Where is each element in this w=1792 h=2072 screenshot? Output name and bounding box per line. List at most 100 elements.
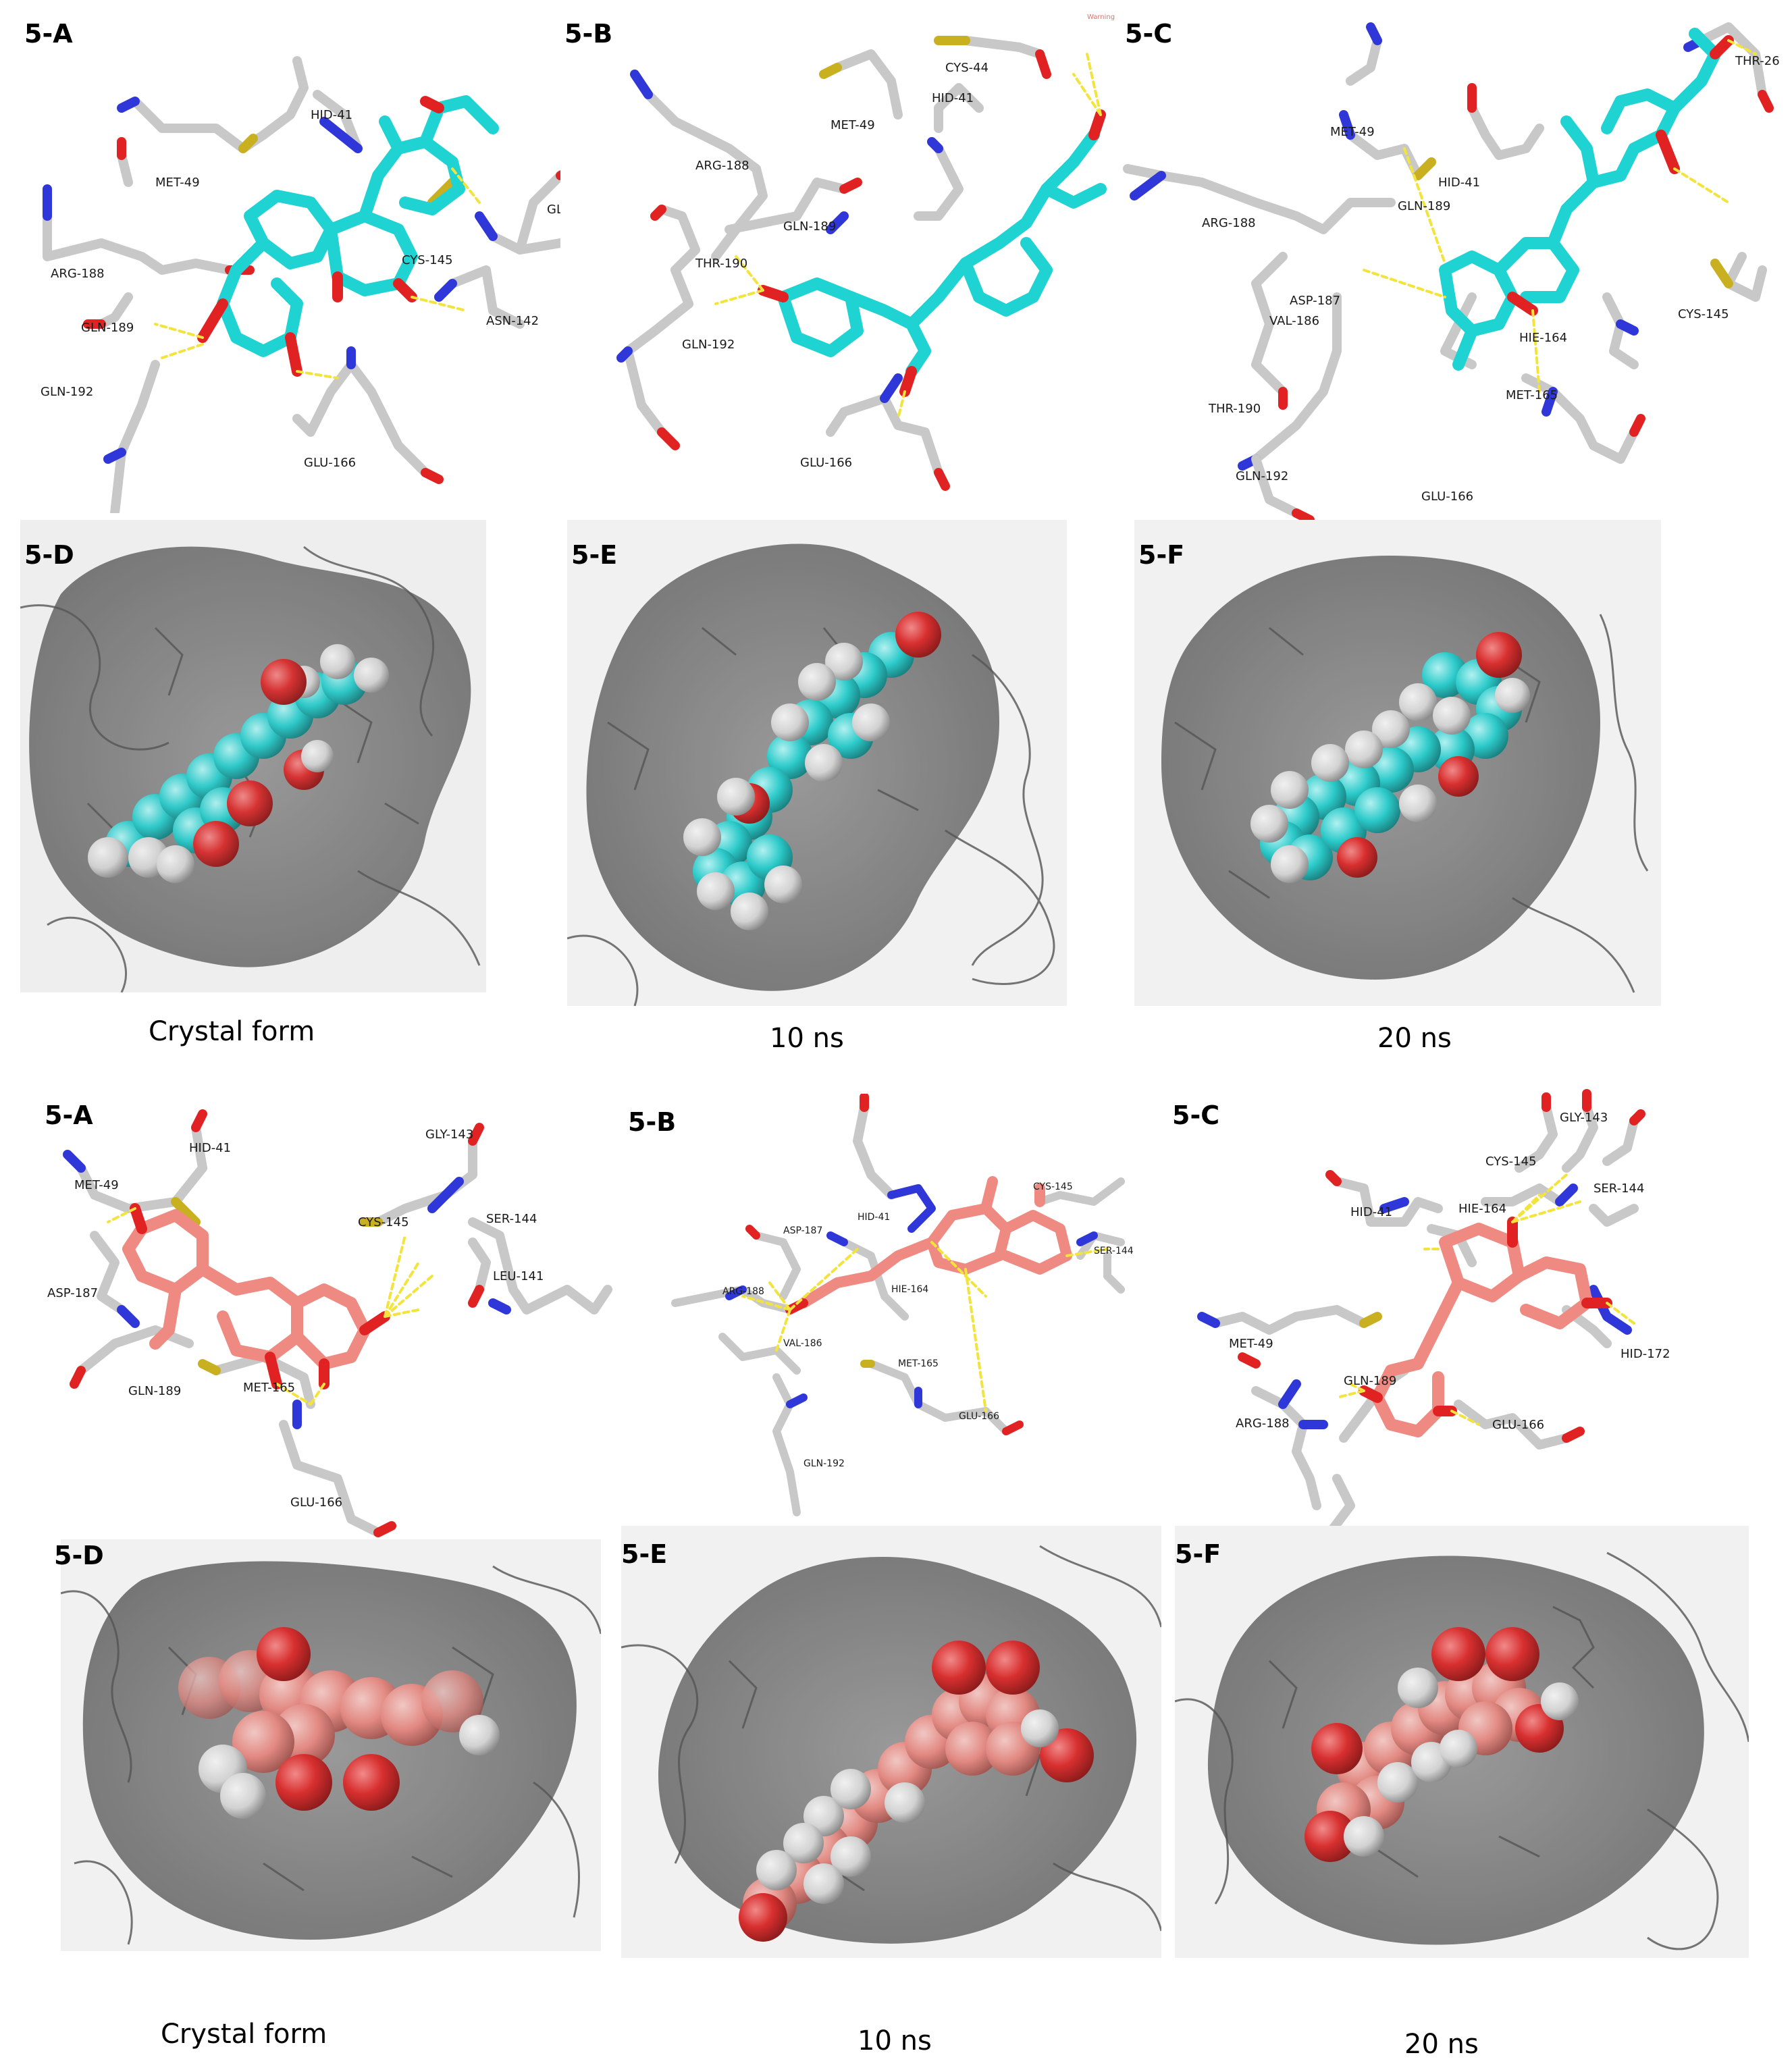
residue-label: MET-49 — [74, 1178, 119, 1192]
panel-label: 5-C — [1125, 19, 1173, 49]
residue-label: CYS-44 — [945, 61, 989, 75]
caption-20ns: 20 ns — [1377, 1023, 1452, 1054]
residue-label: HID-41 — [932, 91, 974, 105]
residue-label: GLN-192 — [682, 338, 735, 352]
residue-label: ARG-188 — [695, 159, 749, 173]
residue-label: THR-190 — [1209, 402, 1261, 416]
surface-model-bottom-5D — [61, 1539, 601, 1951]
stick-model-bottom-5A — [63, 1109, 612, 1537]
residue-label: THR-26 — [1735, 54, 1780, 68]
residue-label: GLN-189 — [783, 219, 837, 234]
residue-label: HID-41 — [311, 108, 353, 122]
panel-top-5A: 5-A HID-41 MET-49 GLY-143 ARG-188 CYS-14… — [20, 14, 595, 513]
residue-label: VAL-186 — [783, 1338, 822, 1349]
panel-bottom-5E: 5-E — [621, 1526, 1161, 1958]
residue-label: HIE-164 — [1519, 331, 1568, 345]
panel-label: 5-F — [1175, 1539, 1221, 1569]
residue-label: GLU-166 — [304, 456, 357, 470]
stick-model-bottom-5B — [671, 1094, 1125, 1516]
residue-label: HID-41 — [1350, 1205, 1393, 1219]
panel-label: 5-D — [54, 1541, 104, 1570]
panel-top-5B: Warning — [560, 14, 1115, 513]
residue-label: HIE-164 — [891, 1284, 929, 1295]
residue-label: MET-49 — [155, 176, 200, 190]
residue-label: GLU-166 — [1421, 489, 1474, 504]
stick-model-top-5C — [1123, 22, 1774, 525]
panel-top-5D: 5-D — [20, 520, 486, 992]
panel-label: 5-A — [24, 19, 73, 49]
panel-top-5C: 5-C THR-26 MET-49 HID-41 GLN-189 ARG-188… — [1121, 14, 1792, 527]
stick-model-top-5A — [43, 56, 560, 513]
surface-model-bottom-5F — [1175, 1526, 1749, 1958]
residue-label: GLU-166 — [959, 1411, 999, 1422]
panel-label: 5-A — [45, 1100, 93, 1130]
caption-20ns: 20 ns — [1404, 2029, 1479, 2060]
residue-label: LEU-141 — [493, 1269, 544, 1283]
residue-label: GLU-166 — [1492, 1418, 1545, 1432]
panel-label: 5-E — [571, 540, 618, 570]
residue-label: MET-49 — [1229, 1337, 1273, 1351]
residue-label: MET-49 — [831, 118, 875, 132]
residue-label: GLN-192 — [41, 385, 94, 399]
residue-label: ARG-188 — [1236, 1416, 1290, 1431]
residue-label: ARG-188 — [51, 267, 105, 281]
residue-label: GLN-192 — [803, 1458, 845, 1469]
residue-label: THR-190 — [695, 257, 748, 271]
residue-label: HIE-164 — [1458, 1202, 1507, 1216]
residue-label: SER-144 — [486, 1212, 537, 1226]
residue-label: HID-41 — [858, 1212, 891, 1223]
residue-label: CYS-145 — [1033, 1181, 1073, 1192]
panel-bottom-5C: 5-C GLY-143 CYS-145 SER-144 HID-41 HIE-1… — [1161, 1087, 1769, 1560]
panel-top-5F: 5-F — [1134, 520, 1661, 1006]
caption-10ns: 10 ns — [858, 2025, 932, 2056]
residue-label: MET-165 — [1506, 388, 1558, 402]
residue-label: SER-144 — [1593, 1181, 1645, 1196]
residue-label: GLN-189 — [1398, 199, 1451, 213]
surface-model-bottom-5E — [621, 1526, 1161, 1958]
caption-10ns: 10 ns — [770, 1023, 844, 1054]
residue-label: GLN-192 — [1236, 469, 1289, 483]
surface-model-top-5F — [1134, 520, 1661, 1006]
residue-label: ARG-188 — [1202, 216, 1256, 230]
residue-label: HID-41 — [189, 1141, 232, 1155]
caption-crystal-form: Crystal form — [149, 1016, 315, 1047]
panel-label: 5-C — [1172, 1100, 1220, 1130]
residue-label: ARG-188 — [722, 1286, 764, 1297]
surface-model-top-5D — [20, 520, 486, 992]
panel-bottom-5F: 5-F — [1175, 1526, 1749, 1958]
stick-model-top-5B — [616, 36, 1107, 491]
panel-label: 5-F — [1138, 540, 1185, 570]
caption-crystal-form: Crystal form — [161, 2019, 327, 2050]
residue-label: ASP-187 — [1290, 294, 1341, 308]
warning-text: Warning — [1087, 14, 1115, 21]
residue-label: GLY-143 — [1560, 1111, 1608, 1125]
residue-label: ASP-187 — [47, 1286, 99, 1300]
residue-label: ASP-187 — [783, 1225, 823, 1236]
panel-label: 5-B — [564, 19, 613, 49]
stick-model-bottom-5C — [1197, 1089, 1645, 1551]
residue-label: GLU-166 — [800, 456, 853, 470]
residue-label: HID-41 — [1438, 176, 1481, 190]
residue-label: ASN-142 — [486, 314, 539, 328]
residue-label: MET-165 — [898, 1358, 939, 1369]
panel-bottom-5A: 5-A MET-49 HID-41 GLY-143 CYS-145 SER-14… — [41, 1087, 621, 1560]
residue-label: GLY-143 — [425, 1127, 474, 1142]
residue-label: CYS-145 — [402, 253, 453, 267]
residue-label: CYS-145 — [358, 1215, 409, 1229]
panel-label: 5-B — [628, 1107, 677, 1137]
residue-label: MET-49 — [1330, 125, 1375, 139]
residue-label: GLN-189 — [1344, 1374, 1397, 1388]
residue-label: CYS-145 — [1485, 1154, 1537, 1169]
panel-bottom-5D: 5-D — [54, 1539, 601, 1951]
residue-label: MET-165 — [243, 1381, 296, 1395]
surface-model-top-5E — [567, 520, 1067, 1006]
panel-label: 5-E — [621, 1539, 668, 1569]
residue-label: HID-172 — [1620, 1347, 1670, 1361]
panel-top-5E: 5-E — [567, 520, 1067, 1006]
panel-label: 5-D — [24, 540, 74, 570]
residue-label: CYS-145 — [1678, 307, 1729, 321]
residue-label: GLN-189 — [128, 1384, 182, 1398]
residue-label: VAL-186 — [1269, 314, 1320, 328]
panel-bottom-5B: 5-B HID-41 CYS-145 ASP-187 SER-144 ARG-1… — [621, 1094, 1148, 1560]
residue-label: GLU-166 — [290, 1495, 343, 1510]
